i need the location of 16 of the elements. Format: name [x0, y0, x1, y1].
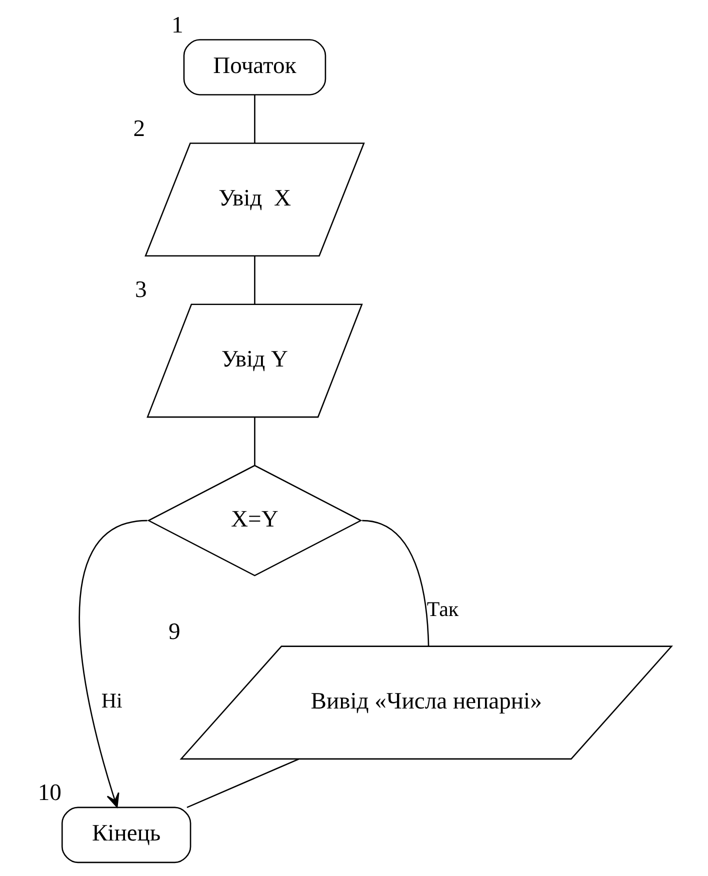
edge-label: Так	[426, 596, 458, 621]
node-box: Кінець	[60, 806, 191, 864]
node-label: 2	[132, 116, 145, 142]
node-label: 3	[134, 277, 146, 304]
connector	[186, 758, 298, 808]
connector	[362, 520, 429, 646]
node-label: 10	[37, 780, 61, 806]
connector	[254, 256, 255, 304]
node-label: 9	[168, 618, 180, 645]
arrow	[78, 520, 147, 808]
node-label: 1	[171, 12, 183, 38]
connector	[254, 417, 255, 466]
edge-label: Ні	[100, 688, 122, 713]
node-diamond: X=Y	[146, 464, 362, 576]
node-box: Початок	[182, 39, 326, 96]
connector	[254, 94, 255, 144]
